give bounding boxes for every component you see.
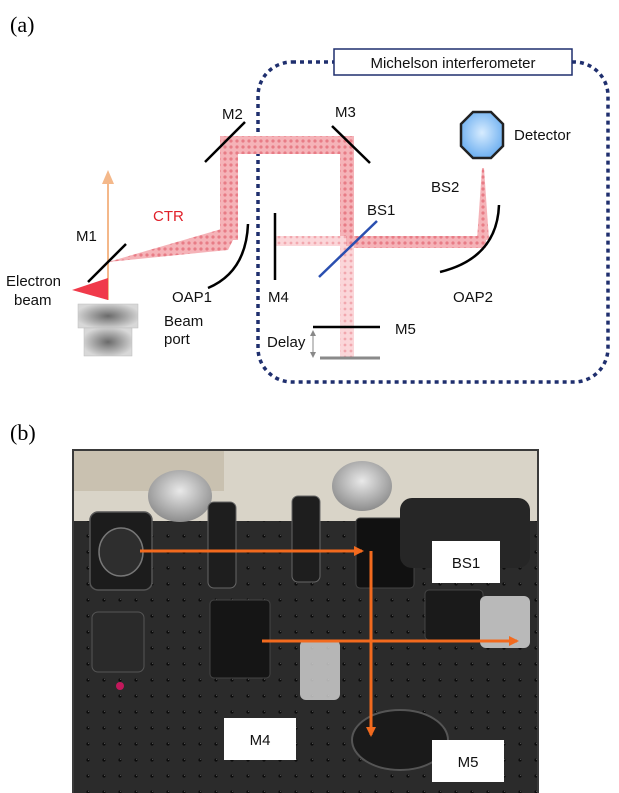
photo-mount-mid1 bbox=[207, 501, 237, 589]
label-bs2: BS2 bbox=[431, 179, 459, 196]
label-m5: M5 bbox=[395, 321, 416, 338]
beam-splitter-bs1 bbox=[318, 220, 378, 278]
label-delay: Delay bbox=[267, 334, 306, 351]
label-beam-port-line1: Beam bbox=[164, 313, 203, 330]
label-m3: M3 bbox=[335, 104, 356, 121]
beam-paths bbox=[102, 136, 489, 358]
interferometer-frame bbox=[256, 60, 610, 384]
photo-label-m4: M4 bbox=[250, 732, 271, 749]
label-oap2: OAP2 bbox=[453, 289, 493, 306]
interferometer-title-box bbox=[333, 48, 573, 76]
label-beam-port-line2: port bbox=[164, 331, 191, 348]
photo-detector-box bbox=[424, 589, 484, 641]
label-bs1: BS1 bbox=[367, 202, 395, 219]
photo-label-bs1: BS1 bbox=[452, 555, 480, 572]
beam-m3-bs1 bbox=[340, 136, 354, 246]
electron-beam-cone bbox=[72, 278, 108, 300]
label-detector: Detector bbox=[514, 127, 571, 144]
photo-disc-left bbox=[148, 470, 212, 522]
label-ctr: CTR bbox=[153, 208, 184, 225]
label-oap1: OAP1 bbox=[172, 289, 212, 306]
detector-icon bbox=[459, 110, 505, 160]
label-electron-beam-line1: Electron bbox=[6, 273, 61, 290]
photo-mount-mid2 bbox=[291, 495, 321, 583]
label-electron-beam-line2: beam bbox=[14, 292, 52, 309]
ctr-beam bbox=[108, 228, 228, 262]
photo-label-box-bs1 bbox=[432, 541, 500, 583]
mirror-m2 bbox=[204, 121, 246, 163]
beam-bs1-m4 bbox=[276, 236, 346, 246]
optics bbox=[87, 121, 501, 360]
beam-port-upper bbox=[77, 303, 139, 329]
beam-port-lower bbox=[83, 327, 133, 357]
photo-label-box-m5 bbox=[432, 740, 504, 782]
label-m4: M4 bbox=[268, 289, 289, 306]
panel-label-b: (b) bbox=[10, 420, 36, 445]
diagram-labels: Detector BS2 BS1 M1 M2 M3 M4 M5 CTR Elec… bbox=[6, 104, 571, 351]
photo-connector bbox=[480, 596, 530, 648]
photo-disc-right bbox=[332, 461, 392, 511]
label-m1: M1 bbox=[76, 228, 97, 245]
mirror-oap1 bbox=[207, 223, 250, 290]
beam-m2-m3 bbox=[220, 136, 352, 154]
photo-label-m5: M5 bbox=[458, 754, 479, 771]
beam-bs1-m5 bbox=[340, 246, 354, 358]
photo-m4-mount bbox=[209, 599, 271, 679]
beam-oap1-m2 bbox=[220, 140, 238, 240]
lab-photo: BS1 M4 M5 bbox=[72, 449, 539, 793]
electron-path-arrow bbox=[102, 170, 114, 184]
photo-label-box-m4 bbox=[224, 718, 296, 760]
label-m2: M2 bbox=[222, 106, 243, 123]
mirror-m1 bbox=[87, 243, 127, 283]
mirror-m3 bbox=[331, 125, 371, 164]
interferometer-title: Michelson interferometer bbox=[370, 55, 535, 72]
beam-oap2-detector bbox=[477, 168, 489, 240]
mirror-oap2 bbox=[439, 204, 501, 274]
panel-label-a: (a) bbox=[10, 12, 34, 37]
beam-bs1-oap2 bbox=[346, 236, 486, 248]
